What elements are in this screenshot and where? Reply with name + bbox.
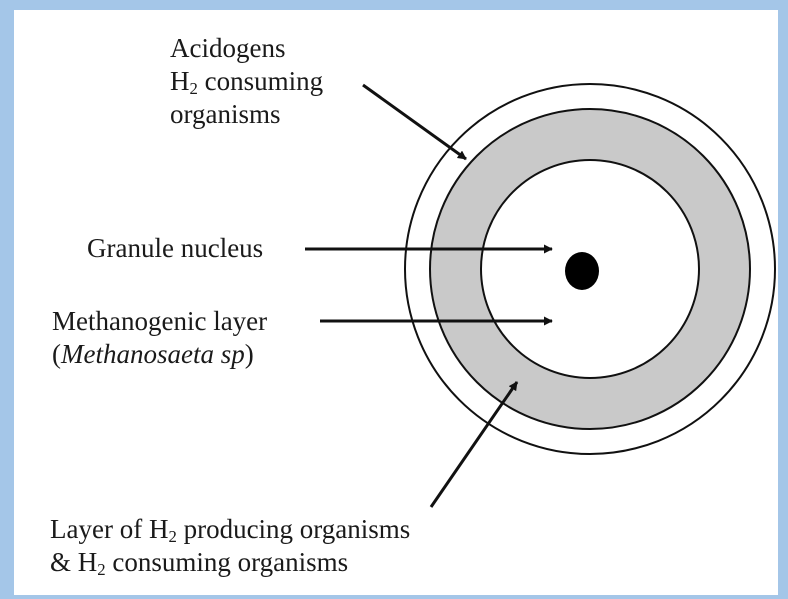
label-acidogens: Acidogens H2 consuming organisms bbox=[170, 32, 323, 131]
label-acidogens-line1: Acidogens bbox=[170, 32, 323, 65]
label-producing-layer: Layer of H2 producing organisms & H2 con… bbox=[50, 513, 410, 579]
label-producing-line2: & H2 consuming organisms bbox=[50, 546, 410, 579]
granule-nucleus-dot bbox=[565, 252, 599, 290]
arrow-acidogens bbox=[363, 85, 466, 159]
label-methanogenic-line2: (Methanosaeta sp) bbox=[52, 338, 267, 371]
label-granule-nucleus: Granule nucleus bbox=[87, 232, 263, 265]
granule-diagram bbox=[14, 10, 778, 595]
diagram-panel: Acidogens H2 consuming organisms Granule… bbox=[14, 10, 778, 595]
label-methanogenic-layer: Methanogenic layer (Methanosaeta sp) bbox=[52, 305, 267, 371]
label-acidogens-line3: organisms bbox=[170, 98, 323, 131]
label-methanogenic-line1: Methanogenic layer bbox=[52, 305, 267, 338]
label-producing-line1: Layer of H2 producing organisms bbox=[50, 513, 410, 546]
label-acidogens-line2: H2 consuming bbox=[170, 65, 323, 98]
